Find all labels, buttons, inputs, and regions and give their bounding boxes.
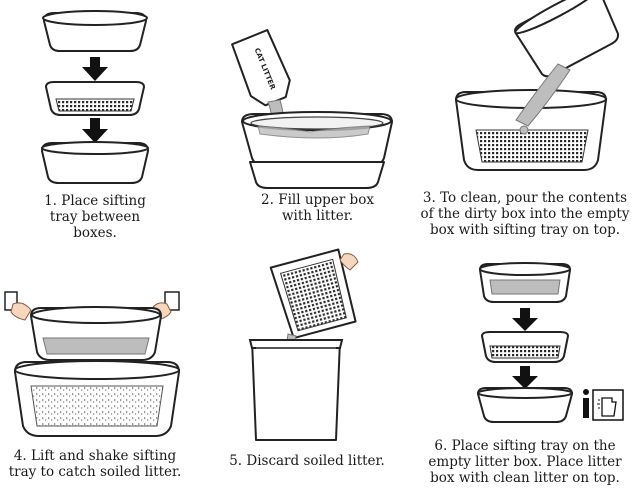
- step-5-caption: 5. Discard soiled litter.: [229, 453, 385, 469]
- arrow-down-icon: [512, 308, 538, 331]
- step-1-illustration: [41, 10, 149, 184]
- step-3-caption: 3. To clean, pour the contents of the di…: [420, 190, 630, 238]
- arrow-down-icon: [512, 366, 538, 389]
- step-4-caption: 4. Lift and shake sifting tray to catch …: [8, 448, 182, 480]
- step-5-illustration: [248, 248, 359, 441]
- arrow-down-icon: [82, 118, 108, 143]
- arrow-down-icon: [82, 57, 108, 81]
- step-6: 6. Place sifting tray on the empty litte…: [428, 262, 640, 490]
- hand-icon: [339, 253, 359, 271]
- litter-bag-icon: CAT LITTER: [231, 29, 291, 107]
- step-1: 1. Place sifting tray between boxes.: [30, 5, 160, 241]
- step-5: 5. Discard soiled litter.: [222, 248, 397, 488]
- step-2: CAT LITTER 2. Fill upper box with litter…: [230, 29, 405, 240]
- step-6-caption: 6. Place sifting tray on the empty litte…: [428, 438, 622, 486]
- step-3-illustration: [455, 0, 620, 171]
- step-4-illustration: [4, 291, 180, 437]
- step-2-caption: 2. Fill upper box with litter.: [261, 192, 374, 224]
- step-1-caption: 1. Place sifting tray between boxes.: [44, 193, 146, 241]
- trash-bin-icon: [248, 339, 344, 441]
- step-4: 4. Lift and shake sifting tray to catch …: [4, 290, 185, 490]
- spray-cleaner-icon: [592, 389, 624, 421]
- step-2-illustration: CAT LITTER: [231, 29, 393, 189]
- step-3: 3. To clean, pour the contents of the di…: [420, 0, 630, 240]
- info-icon: [583, 389, 589, 418]
- step-6-illustration: [477, 262, 624, 423]
- left-hand-icon: [4, 291, 32, 321]
